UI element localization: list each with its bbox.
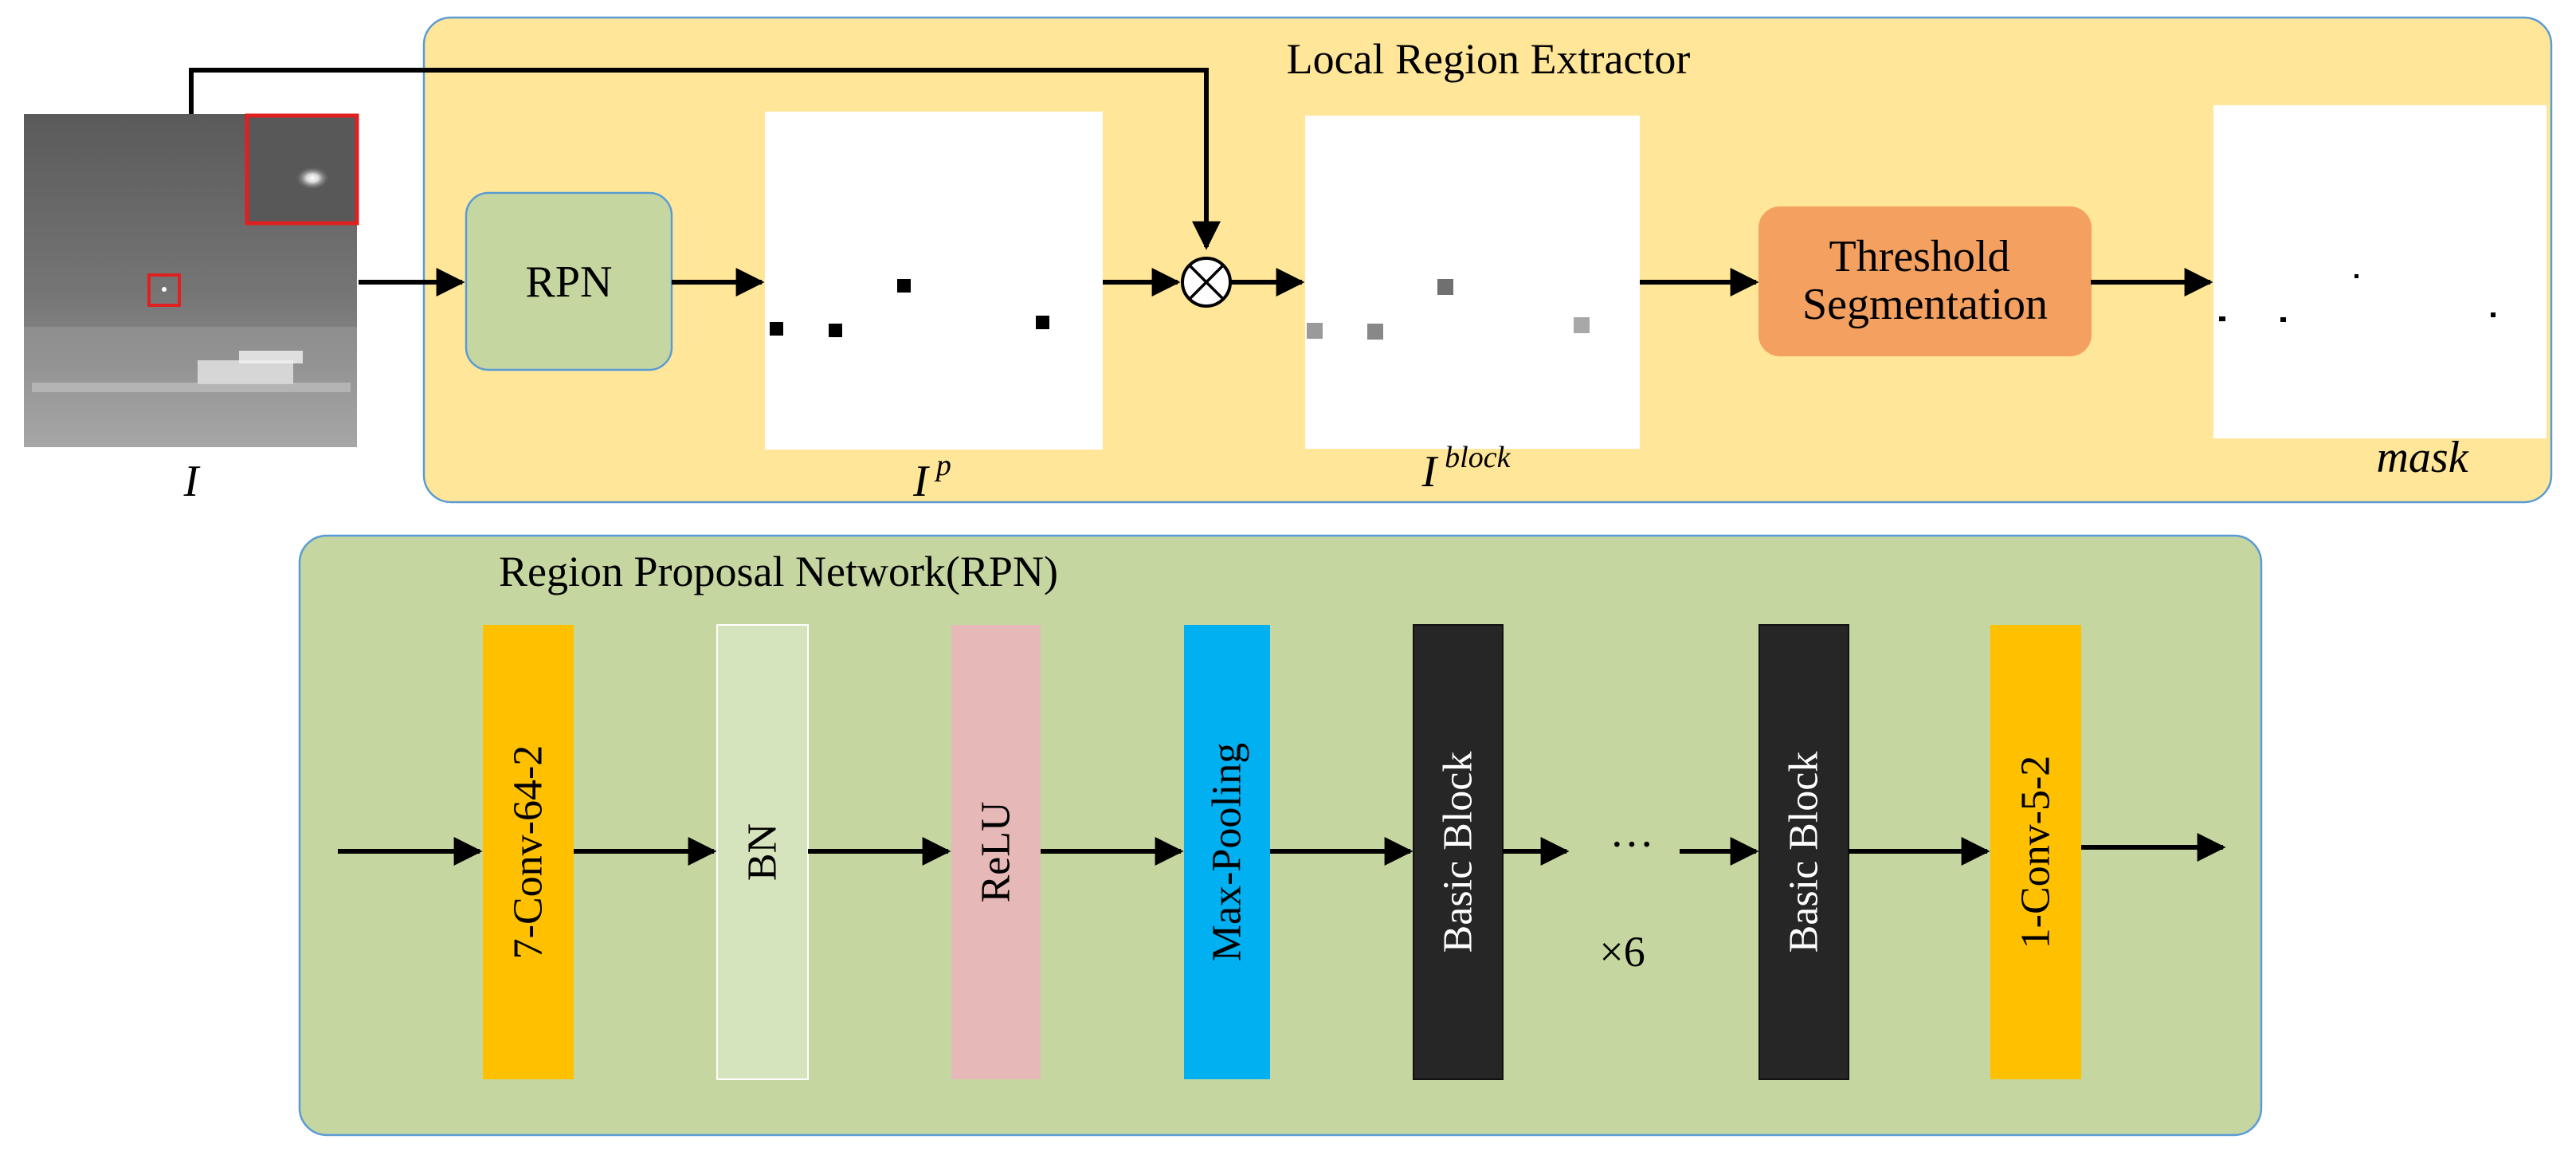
lre-connectors bbox=[189, 68, 2213, 297]
input-image-label: I bbox=[183, 457, 201, 506]
rpn-network-title: Region Proposal Network(RPN) bbox=[499, 548, 1058, 595]
rpn-layers: 7-Conv-64-2 BN ReLU Max-Pooling Basic Block B… bbox=[483, 624, 2081, 1080]
layer-block-7 bbox=[1990, 625, 2081, 1079]
layer-block-1 bbox=[483, 625, 574, 1079]
rpn-repeat-count: ×6 bbox=[1599, 928, 1645, 976]
layer-label-4: Max-Pooling bbox=[1205, 743, 1250, 961]
rpn-ellipsis: ··· bbox=[1610, 820, 1654, 870]
proposal-map bbox=[765, 112, 1103, 450]
rpn-connectors bbox=[338, 833, 2226, 866]
layer-block-5 bbox=[1413, 624, 1504, 1080]
layer-label-5: Basic Block bbox=[1436, 752, 1481, 953]
layer-label-1: 7-Conv-64-2 bbox=[506, 745, 551, 960]
mask-image bbox=[2213, 105, 2547, 438]
layer-label-7: 1-Conv-5-2 bbox=[2013, 756, 2059, 949]
layer-label-6: Basic Block bbox=[1782, 752, 1827, 953]
local-region-extractor-title: Local Region Extractor bbox=[1287, 35, 1691, 83]
layer-label-3: ReLU bbox=[974, 801, 1019, 902]
mask-image-label: mask bbox=[2376, 433, 2468, 482]
layer-block-3 bbox=[951, 625, 1041, 1079]
rpn-box-label: RPN bbox=[526, 257, 613, 307]
block-image bbox=[1305, 116, 1640, 449]
rpn-network-panel bbox=[298, 534, 2263, 1137]
threshold-segmentation-label: Threshold Segmentation bbox=[1802, 232, 2048, 329]
skip-connection bbox=[189, 68, 1221, 250]
multiply-node bbox=[1181, 257, 1232, 308]
target-marker bbox=[147, 273, 181, 307]
layer-label-2: BN bbox=[740, 823, 786, 881]
layer-block-2 bbox=[716, 624, 809, 1080]
input-image bbox=[24, 113, 359, 447]
layer-block-4 bbox=[1184, 625, 1270, 1079]
